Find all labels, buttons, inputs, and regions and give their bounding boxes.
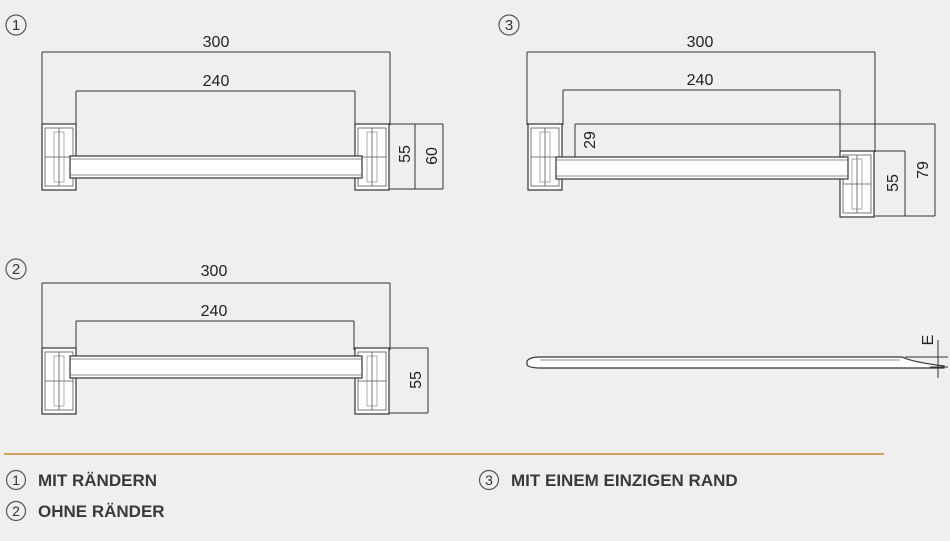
diagram-3-dim-h-inner-label: 29 (582, 131, 599, 149)
diagram-4: E (526, 335, 948, 378)
diagram-1-dim-inner-label: 240 (203, 73, 230, 90)
diagram-2-deck (69, 355, 363, 379)
ramp-plate (526, 356, 945, 369)
legend-item-3-label: MIT EINEM EINZIGEN RAND (511, 471, 738, 490)
diagram-3-number: 3 (505, 17, 513, 34)
legend-item-1-number: 1 (12, 472, 20, 488)
diagram-3-number-badge: 3 (498, 14, 520, 36)
diagram-3-deck (555, 156, 849, 180)
diagram-1-dim-inner (75, 90, 356, 125)
diagram-4-dim-e (905, 340, 948, 378)
diagram-1-dim-heights (389, 123, 444, 190)
diagram-2-dim-heights (389, 347, 429, 414)
diagram-3-dim-h1-label: 55 (885, 174, 902, 192)
diagram-1-dim-h2-label: 60 (424, 147, 441, 165)
diagram-1-number: 1 (12, 17, 20, 34)
diagram-2: 2 300 240 55 (5, 258, 429, 415)
diagram-3-dim-inner-label: 240 (687, 72, 714, 89)
diagram-1-deck (69, 155, 363, 179)
diagram-2-dim-outer (41, 282, 391, 350)
diagram-3-dim-heights (874, 123, 936, 217)
legend: 1 MIT RÄNDERN 2 OHNE RÄNDER 3 MIT EINEM … (5, 469, 738, 522)
legend-item-3: 3 MIT EINEM EINZIGEN RAND (478, 469, 738, 491)
diagram-3-dim-h2-label: 79 (915, 161, 932, 179)
diagram-3-dim-outer (526, 51, 876, 152)
diagram-3-dim-inner-height (562, 123, 905, 158)
diagram-1-number-badge: 1 (5, 14, 27, 36)
legend-item-2: 2 OHNE RÄNDER (5, 500, 165, 522)
diagram-2-dim-inner-label: 240 (201, 303, 228, 320)
legend-item-3-number: 3 (485, 472, 493, 488)
legend-item-1: 1 MIT RÄNDERN (5, 469, 157, 491)
diagram-1: 1 300 240 55 (5, 14, 444, 191)
diagram-1-dim-outer-label: 300 (203, 34, 230, 51)
diagram-2-number: 2 (12, 261, 20, 278)
diagram-3-dim-inner (562, 89, 841, 152)
diagram-1-dim-h1-label: 55 (397, 145, 414, 163)
diagram-1-dim-outer (41, 51, 391, 125)
diagram-3-dim-outer-label: 300 (687, 34, 714, 51)
legend-item-1-label: MIT RÄNDERN (38, 471, 157, 490)
legend-item-2-label: OHNE RÄNDER (38, 502, 165, 521)
diagram-2-number-badge: 2 (5, 258, 27, 280)
diagram-3: 3 300 240 29 (498, 14, 936, 218)
diagram-2-dim-inner (75, 320, 355, 350)
legend-item-2-number: 2 (12, 503, 20, 519)
diagram-2-dim-outer-label: 300 (201, 263, 228, 280)
diagram-4-label-e: E (920, 335, 937, 346)
diagram-2-dim-h1-label: 55 (408, 371, 425, 389)
